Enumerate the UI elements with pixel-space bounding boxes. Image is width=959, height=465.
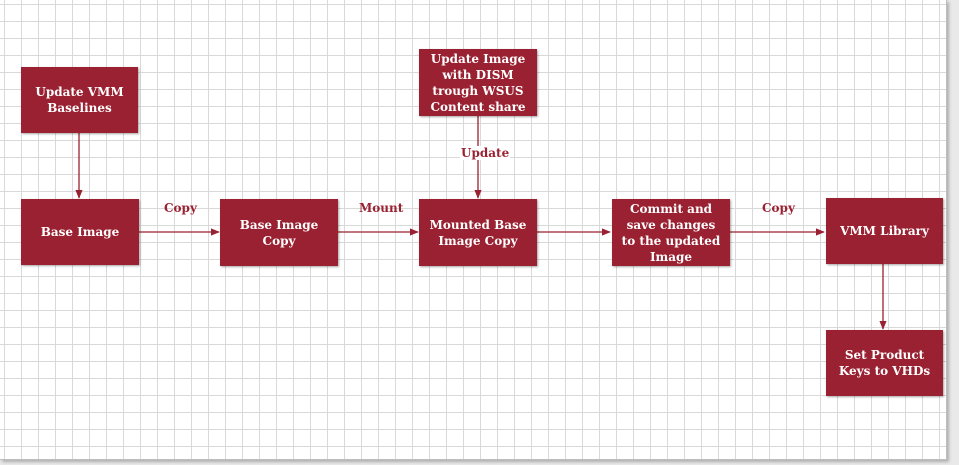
diagram-canvas: Update VMM Baselines Update Image with D… bbox=[0, 0, 947, 460]
node-label: Mounted Base Image Copy bbox=[429, 217, 527, 248]
node-label: VMM Library bbox=[840, 224, 929, 238]
edge-label-update: Update bbox=[460, 146, 511, 160]
node-label: Set Product Keys to VHDs bbox=[838, 348, 931, 378]
node-set-product-keys: Set Product Keys to VHDs bbox=[826, 330, 943, 396]
node-commit-and-save: Commit and save changes to the updated I… bbox=[612, 199, 730, 266]
node-vmm-library: VMM Library bbox=[826, 198, 943, 264]
edge-label-copy-2: Copy bbox=[762, 201, 795, 215]
node-label: Update Image with DISM trough WSUS Conte… bbox=[430, 51, 526, 114]
node-label: Base Image bbox=[40, 225, 120, 239]
node-update-image-dism: Update Image with DISM trough WSUS Conte… bbox=[419, 49, 537, 116]
node-base-image: Base Image bbox=[21, 199, 139, 265]
node-update-vmm-baselines: Update VMM Baselines bbox=[21, 67, 138, 133]
connector-layer bbox=[75, 116, 887, 330]
node-label: Update VMM Baselines bbox=[35, 85, 124, 115]
node-base-image-copy: Base Image Copy bbox=[220, 199, 338, 266]
node-label: Commit and save changes to the updated I… bbox=[621, 201, 721, 264]
node-mounted-base-image-copy: Mounted Base Image Copy bbox=[419, 199, 537, 266]
edge-label-mount: Mount bbox=[359, 201, 404, 215]
node-label: Base Image Copy bbox=[239, 217, 319, 248]
edge-label-copy-1: Copy bbox=[164, 201, 197, 215]
